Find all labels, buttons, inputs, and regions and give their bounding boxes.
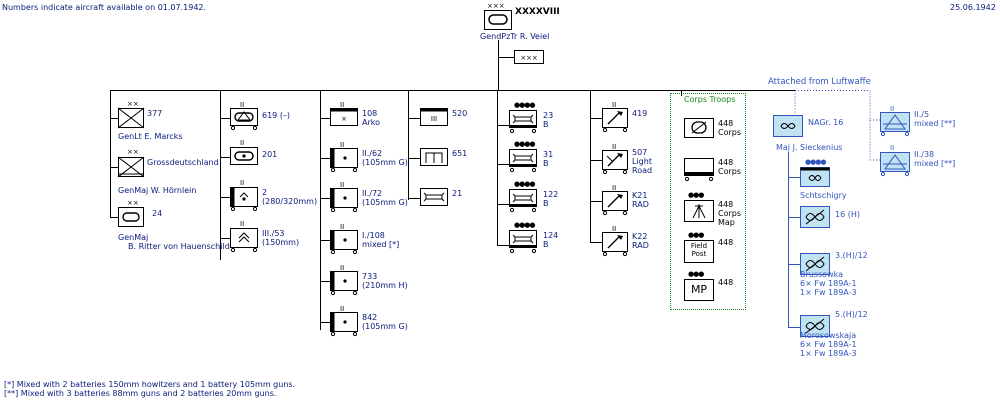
recon-staffel-symbol xyxy=(800,315,830,337)
flak-battalion-symbol xyxy=(880,152,910,177)
division-number: Grossdeutschland xyxy=(147,158,219,167)
header-date: 25.06.1942 xyxy=(950,3,996,12)
hq-stem xyxy=(498,40,499,90)
division-commander: GenMaj xyxy=(118,233,149,242)
artillery-battalion-symbol xyxy=(330,230,358,255)
panzer-division-symbol xyxy=(118,207,144,227)
bridge-column-b-symbol xyxy=(509,149,537,173)
recon-group-symbol xyxy=(773,115,803,137)
assault-gun-battalion-symbol xyxy=(230,108,258,131)
rad-construction-symbol xyxy=(602,191,628,216)
division-number: 24 xyxy=(152,209,163,218)
military-police-symbol: MP xyxy=(684,279,714,301)
artillery-battalion-symbol xyxy=(330,188,358,213)
airfield-company-symbol xyxy=(800,167,830,187)
motorized-division-symbol xyxy=(117,156,145,178)
corps-staff-symbol: ××× xyxy=(514,50,544,64)
heavy-artillery-symbol xyxy=(230,187,258,212)
artillery-battalion-symbol xyxy=(230,228,258,253)
luftwaffe-dotted-links xyxy=(794,90,880,161)
artillery-battalion-symbol xyxy=(330,271,358,296)
recon-staffel-symbol xyxy=(800,206,830,228)
division-number: 377 xyxy=(147,109,163,118)
main-bus xyxy=(110,90,795,91)
rad-construction-symbol xyxy=(602,232,628,257)
svg-text:×××: ××× xyxy=(520,54,538,62)
svg-text:×: × xyxy=(341,115,347,123)
recon-staffel-symbol xyxy=(800,253,830,275)
hq-commander: GendPzTr R. Veiel xyxy=(480,32,550,41)
flak-battalion-symbol xyxy=(880,112,910,137)
division-commander-name: B. Ritter von Hauenschild xyxy=(128,242,230,251)
corps-troops-label: Corps Troops xyxy=(684,95,736,104)
signal-battalion-symbol xyxy=(684,118,714,138)
artillery-command-symbol: × xyxy=(330,108,358,126)
bridge-column-b-symbol xyxy=(509,230,537,254)
construction-battalion-symbol xyxy=(602,108,628,133)
hq-name: XXXXVIII xyxy=(515,7,560,17)
engineer-bridge-symbol xyxy=(420,148,448,166)
header-note: Numbers indicate aircraft available on 0… xyxy=(2,3,207,12)
corps-troops-box xyxy=(670,93,746,310)
bridge-column-symbol xyxy=(420,188,448,206)
map-unit-symbol xyxy=(684,200,714,222)
tank-battalion-symbol xyxy=(230,147,258,165)
footnote-2: [**] Mixed with 3 batteries 88mm guns an… xyxy=(4,389,277,398)
bridge-column-b-symbol xyxy=(509,189,537,213)
footnote-1: [*] Mixed with 2 batteries 150mm howitze… xyxy=(4,380,296,389)
field-post-symbol: Field Post xyxy=(684,240,714,263)
panzer-corps-symbol xyxy=(484,10,512,30)
division-commander: GenMaj W. Hörnlein xyxy=(118,186,197,195)
bridge-column-b-symbol xyxy=(509,110,537,134)
infantry-division-symbol xyxy=(117,107,145,129)
division-commander: GenLt E. Marcks xyxy=(118,132,183,141)
artillery-battalion-symbol xyxy=(330,148,358,173)
engineer-regiment-symbol: III xyxy=(420,108,448,126)
artillery-battalion-symbol xyxy=(330,312,358,337)
staff-link xyxy=(498,57,514,58)
svg-text:III: III xyxy=(431,115,437,123)
road-construction-symbol xyxy=(602,150,628,175)
hq-echelon: ××× xyxy=(487,2,505,10)
luftwaffe-label: Attached from Luftwaffe xyxy=(768,77,871,87)
corps-supply-symbol xyxy=(684,158,714,182)
